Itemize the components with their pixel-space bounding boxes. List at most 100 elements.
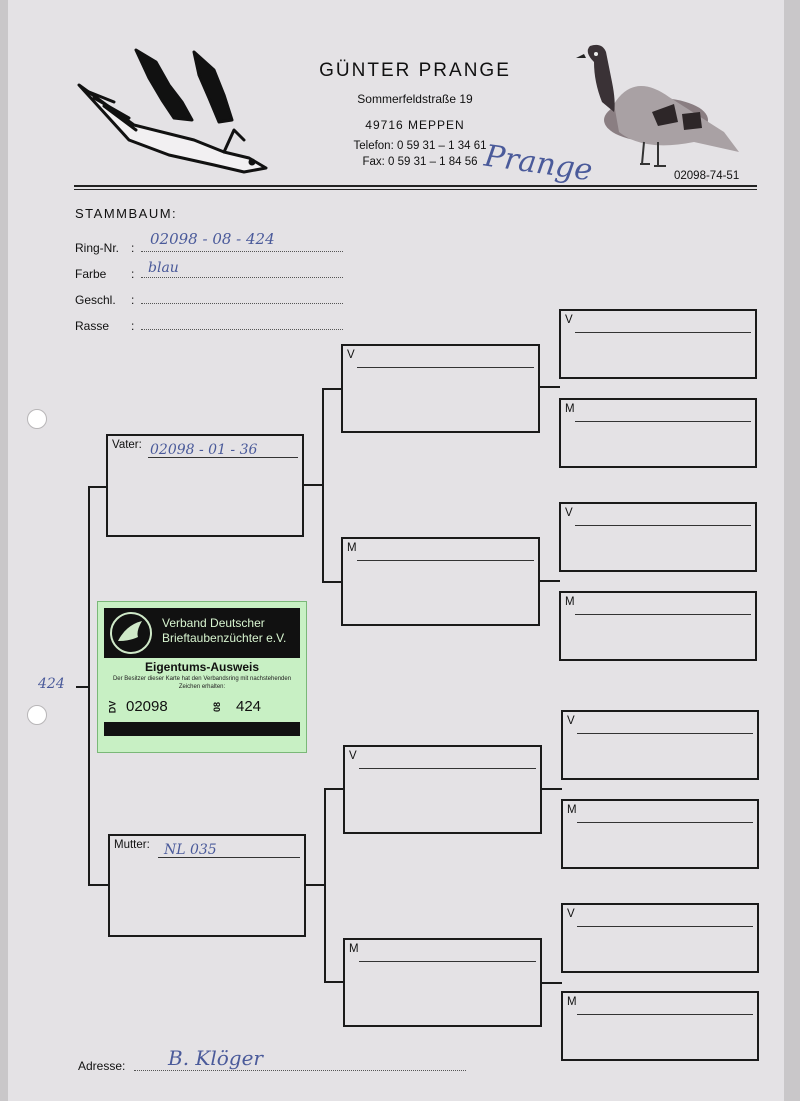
punch-hole-top	[27, 409, 47, 429]
stamp-year: 08	[212, 701, 223, 713]
mother-box[interactable]: Mutter: NL 035	[108, 834, 306, 937]
ownership-certificate-stamp: Verband Deutscher Brieftaubenzüchter e.V…	[97, 601, 307, 753]
great-grandparent-2-box[interactable]: M	[559, 398, 757, 468]
breeder-street: Sommerfeldstraße 19	[357, 92, 473, 106]
mf-connector	[324, 788, 344, 790]
ggp-7-label: V	[567, 908, 575, 920]
sex-colon: :	[131, 293, 135, 307]
ggp-2-label: M	[565, 403, 575, 415]
breeder-fax: Fax: 0 59 31 – 1 84 56	[362, 156, 478, 168]
subject-connector	[76, 686, 88, 688]
ring-field-line	[141, 251, 343, 252]
dove-logo-icon	[110, 612, 152, 654]
ggp-4-line	[575, 614, 751, 615]
gp-fm-label: M	[347, 542, 357, 554]
father-connector	[88, 486, 106, 488]
stamp-dv: DV	[107, 700, 118, 714]
breeder-city: 49716 MEPPEN	[365, 118, 465, 132]
flying-pigeon-drawing-icon	[77, 48, 268, 174]
grandfather-paternal-box[interactable]: V	[341, 344, 540, 433]
grandmother-maternal-box[interactable]: M	[343, 938, 542, 1027]
ggp-5-label: V	[567, 715, 575, 727]
great-grandparent-3-box[interactable]: V	[559, 502, 757, 572]
ring-colon: :	[131, 241, 135, 255]
ggc-3	[542, 788, 562, 790]
great-grandparent-6-box[interactable]: M	[561, 799, 759, 869]
grandfather-maternal-box[interactable]: V	[343, 745, 542, 834]
stamp-org-line1: Verband Deutscher	[162, 616, 265, 630]
ggc-4	[542, 982, 562, 984]
gp-mm-line	[359, 961, 536, 962]
stamp-subtitle: Der Besitzer dieser Karte hat den Verban…	[112, 676, 292, 690]
stamp-club-number: 02098	[126, 698, 168, 715]
father-box[interactable]: Vater: 02098 - 01 - 36	[106, 434, 304, 537]
mother-value: NL 035	[164, 842, 217, 858]
address-field-line[interactable]	[134, 1070, 466, 1071]
breed-label: Rasse	[75, 319, 110, 333]
ggp-1-label: V	[565, 314, 573, 326]
header-rule	[74, 185, 757, 187]
color-label: Farbe	[75, 267, 107, 281]
mother-line	[158, 857, 300, 858]
ggp-6-line	[577, 822, 753, 823]
mother-branch-v	[324, 788, 326, 983]
ring-field-value[interactable]: 02098 - 08 - 424	[150, 230, 275, 248]
stamp-pattern-band	[104, 722, 300, 736]
fm-connector	[322, 581, 342, 583]
gp-ff-label: V	[347, 349, 355, 361]
header-rule-thin	[74, 189, 757, 190]
breeder-phone: Telefon: 0 59 31 – 1 34 61	[353, 140, 487, 152]
great-grandparent-8-box[interactable]: M	[561, 991, 759, 1061]
father-branch-v	[322, 388, 324, 583]
mother-branch-h	[306, 884, 324, 886]
color-colon: :	[131, 267, 135, 281]
gp-mf-line	[359, 768, 536, 769]
ggp-1-line	[575, 332, 751, 333]
ggp-4-label: M	[565, 596, 575, 608]
ggc-2	[540, 580, 560, 582]
father-line	[148, 457, 298, 458]
ggp-8-line	[577, 1014, 753, 1015]
ff-connector	[322, 388, 342, 390]
ggp-2-line	[575, 421, 751, 422]
stamp-org-line2: Brieftaubenzüchter e.V.	[162, 631, 287, 645]
breeder-name: GÜNTER PRANGE	[319, 60, 511, 81]
stamp-title: Eigentums-Ausweis	[144, 660, 260, 674]
breeder-code: 02098-74-51	[674, 170, 740, 182]
father-branch-h	[304, 484, 322, 486]
great-grandparent-4-box[interactable]: M	[559, 591, 757, 661]
subject-vertical-line	[88, 486, 90, 886]
stamp-ring-number: 424	[236, 698, 262, 715]
color-field-value[interactable]: blau	[148, 260, 179, 276]
pedigree-title: STAMMBAUM:	[75, 206, 178, 221]
pigeon-photo-icon	[576, 44, 739, 167]
breed-field-line[interactable]	[141, 329, 343, 330]
great-grandparent-1-box[interactable]: V	[559, 309, 757, 379]
address-value: B. Klöger	[168, 1046, 263, 1070]
grandmother-paternal-box[interactable]: M	[341, 537, 540, 626]
stamp-org-name: Verband Deutscher Brieftaubenzüchter e.V…	[162, 616, 286, 646]
gp-mf-label: V	[349, 750, 357, 762]
sex-field-line[interactable]	[141, 303, 343, 304]
gp-mm-label: M	[349, 943, 359, 955]
pedigree-sheet	[8, 0, 784, 1101]
ggc-1	[540, 386, 560, 388]
ggp-6-label: M	[567, 804, 577, 816]
great-grandparent-7-box[interactable]: V	[561, 903, 759, 973]
father-label: Vater:	[112, 439, 142, 451]
ring-label: Ring-Nr.	[75, 241, 120, 255]
gp-fm-line	[357, 560, 534, 561]
mother-label: Mutter:	[114, 839, 150, 851]
address-label: Adresse:	[78, 1059, 126, 1073]
ggp-5-line	[577, 733, 753, 734]
gp-ff-line	[357, 367, 534, 368]
color-field-line	[141, 277, 343, 278]
mm-connector	[324, 981, 344, 983]
punch-hole-bottom	[27, 705, 47, 725]
ggp-7-line	[577, 926, 753, 927]
stamp-header: Verband Deutscher Brieftaubenzüchter e.V…	[104, 608, 300, 658]
great-grandparent-5-box[interactable]: V	[561, 710, 759, 780]
ggp-3-line	[575, 525, 751, 526]
father-value: 02098 - 01 - 36	[150, 442, 258, 458]
sex-label: Geschl.	[75, 293, 116, 307]
